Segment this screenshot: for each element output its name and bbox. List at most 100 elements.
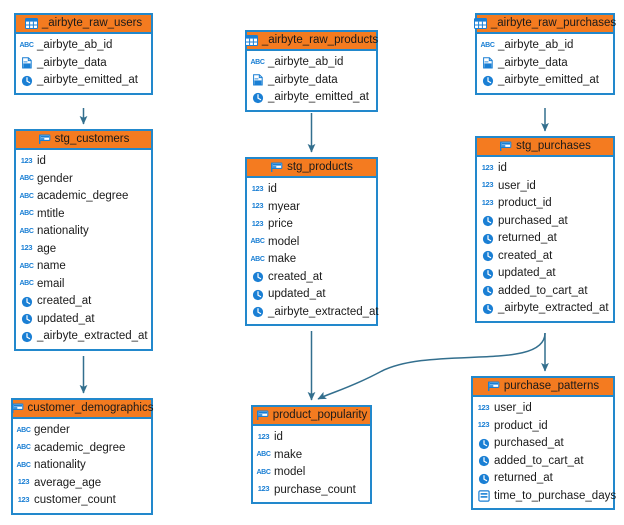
column-name: average_age — [34, 476, 102, 489]
table-header-airbyte_raw_purchases[interactable]: _airbyte_raw_purchases — [473, 15, 616, 34]
column-name: purchased_at — [494, 437, 564, 449]
column-row[interactable]: _airbyte_emitted_at — [16, 72, 151, 90]
numeric-type-icon: 123 — [251, 183, 264, 193]
column-row[interactable]: added_to_cart_at — [477, 283, 613, 301]
table-header-airbyte_raw_products[interactable]: _airbyte_raw_products — [244, 32, 378, 51]
column-row[interactable]: added_to_cart_at — [473, 453, 613, 471]
column-name: email — [37, 277, 65, 290]
table-header-stg_customers[interactable]: stg_customers — [16, 131, 151, 150]
column-row[interactable]: updated_at — [16, 311, 151, 329]
column-row[interactable]: ABC_airbyte_ab_id — [477, 37, 613, 55]
column-name: returned_at — [498, 232, 557, 244]
numeric-type-icon: 123 — [17, 494, 30, 504]
table-header-stg_purchases[interactable]: stg_purchases — [477, 138, 613, 157]
column-row[interactable]: ABC_airbyte_ab_id — [16, 37, 151, 55]
column-row[interactable]: time_to_purchase_days — [473, 488, 616, 506]
table-columns-airbyte_raw_users: ABC_airbyte_ab_id_airbyte_data_airbyte_e… — [16, 34, 151, 93]
table-header-product_popularity[interactable]: product_popularity — [253, 407, 370, 426]
table-header-purchase_patterns[interactable]: purchase_patterns — [473, 378, 613, 397]
column-row[interactable]: _airbyte_data — [16, 55, 151, 73]
column-name: user_id — [498, 179, 536, 192]
column-row[interactable]: updated_at — [247, 286, 376, 304]
column-row[interactable]: 123 average_age — [13, 475, 151, 493]
column-row[interactable]: updated_at — [477, 265, 613, 283]
column-name: model — [268, 235, 300, 248]
table-header-stg_products[interactable]: stg_products — [247, 159, 376, 178]
column-row[interactable]: _airbyte_extracted_at — [247, 304, 379, 322]
column-name: gender — [37, 172, 73, 185]
column-row[interactable]: purchased_at — [473, 435, 613, 453]
column-row[interactable]: _airbyte_emitted_at — [477, 72, 613, 90]
column-name: make — [268, 253, 297, 265]
text-type-icon: ABC — [19, 262, 34, 270]
column-name: _airbyte_extracted_at — [498, 302, 609, 314]
column-row[interactable]: created_at — [477, 248, 613, 266]
column-name: added_to_cart_at — [494, 454, 584, 467]
column-row[interactable]: returned_at — [473, 470, 613, 488]
column-row[interactable]: ABC_airbyte_ab_id — [247, 54, 376, 72]
text-type-icon: ABC — [19, 210, 34, 217]
column-row[interactable]: _airbyte_data — [247, 72, 376, 90]
column-name: updated_at — [268, 288, 326, 300]
column-row[interactable]: _airbyte_extracted_at — [16, 328, 151, 346]
table-header-airbyte_raw_users[interactable]: _airbyte_raw_users — [16, 15, 151, 34]
table-header-customer_demographics[interactable]: customer_demographics — [11, 400, 153, 419]
column-row[interactable]: purchased_at — [477, 213, 613, 231]
table-title: product_popularity — [272, 408, 368, 421]
column-row[interactable]: _airbyte_data — [477, 55, 613, 73]
clock-type-icon — [481, 267, 494, 280]
column-row[interactable]: returned_at — [477, 230, 613, 248]
numeric-type-icon: 123 — [257, 431, 270, 441]
column-row[interactable]: _airbyte_extracted_at — [477, 300, 613, 318]
view-icon — [499, 140, 512, 153]
clock-type-icon — [477, 472, 490, 485]
numeric-type-icon: 123 — [17, 477, 30, 487]
column-row[interactable]: created_at — [247, 269, 376, 287]
column-row[interactable]: _airbyte_emitted_at — [247, 89, 376, 107]
column-name: myear — [268, 200, 300, 213]
column-row[interactable]: created_at — [16, 293, 151, 311]
clock-type-icon — [481, 302, 494, 315]
table-title: stg_customers — [54, 132, 130, 145]
column-name: created_at — [37, 295, 92, 307]
text-type-icon: ABC — [256, 468, 271, 476]
